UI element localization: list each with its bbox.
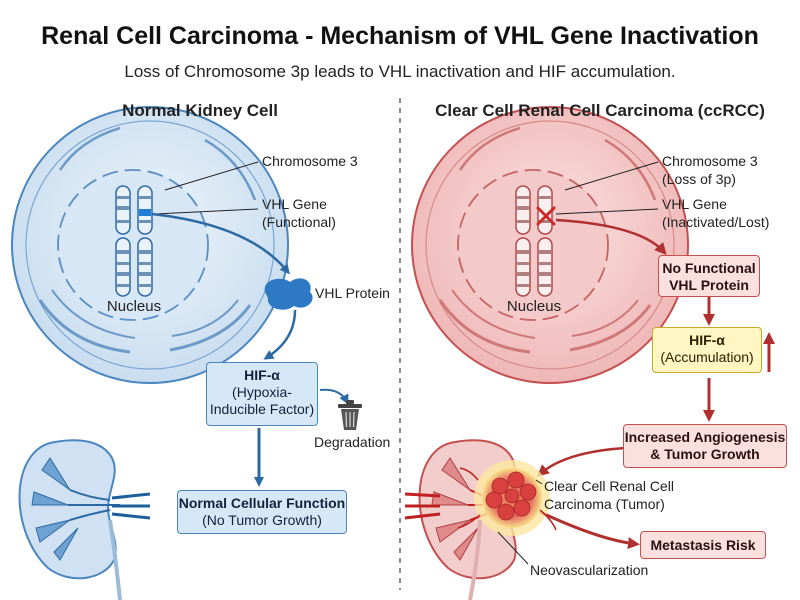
cancer-chromosome-3 (515, 185, 556, 297)
left-panel-heading: Normal Kidney Cell (122, 101, 278, 120)
tumor-label-1: Clear Cell Renal Cell (544, 478, 674, 494)
vhl-gene-band (139, 209, 151, 216)
kidney-icon (18, 439, 151, 600)
page-subtitle: Loss of Chromosome 3p leads to VHL inact… (124, 62, 676, 81)
no-vhl-line-2: VHL Protein (669, 276, 749, 293)
chromosome-3-label: Chromosome 3 (662, 153, 758, 169)
chromosome-3-label: Chromosome 3 (262, 153, 358, 169)
hif-alpha-desc-1: (Hypoxia- (232, 383, 292, 400)
normal-chromosome-3 (115, 185, 153, 297)
tumor-label-2: Carcinoma (Tumor) (544, 496, 665, 512)
hif-accumulation-desc: (Accumulation) (660, 348, 754, 365)
neovascularization-label: Neovascularization (530, 562, 649, 578)
hif-alpha-title: HIF-α (244, 367, 280, 383)
arrow-protein-to-hif (263, 309, 297, 360)
normal-function-title: Normal Cellular Function (178, 495, 346, 511)
hif-accumulation-box: HIF-α (Accumulation) (652, 327, 762, 373)
vhl-gene-label: VHL Gene (262, 196, 327, 212)
trash-can-icon (338, 400, 362, 430)
metastasis-risk-label: Metastasis Risk (650, 537, 756, 553)
angiogenesis-line-2: & Tumor Growth (650, 445, 760, 462)
no-functional-vhl-box: No Functional VHL Protein (658, 255, 760, 297)
arrow-to-degradation (319, 388, 349, 405)
inactivation-x-icon (536, 206, 556, 226)
tumor-icon (457, 460, 557, 536)
degradation-label: Degradation (314, 434, 391, 450)
vhl-protein-icon (264, 278, 313, 310)
vhl-protein-label: VHL Protein (315, 285, 390, 301)
page-title: Renal Cell Carcinoma - Mechanism of VHL … (41, 22, 759, 50)
metastasis-risk-box: Metastasis Risk (640, 531, 766, 559)
angiogenesis-line-1: Increased Angiogenesis (624, 429, 786, 445)
arrow-gene-to-no-vhl (555, 218, 667, 255)
chromosome-3-loss-label: (Loss of 3p) (662, 171, 736, 187)
nucleus-label: Nucleus (506, 298, 562, 315)
normal-function-box: Normal Cellular Function (No Tumor Growt… (177, 490, 347, 534)
vhl-gene-status: (Inactivated/Lost) (662, 214, 770, 230)
arrow-angio-to-tumor (536, 446, 626, 477)
arrow-to-metastasis (539, 510, 640, 550)
no-vhl-line-1: No Functional (662, 260, 756, 276)
hif-accumulation-title: HIF-α (689, 332, 725, 348)
hif-alpha-box: HIF-α (Hypoxia- Inducible Factor) (206, 362, 318, 426)
arrow-gene-to-protein (151, 212, 290, 275)
nucleus-label: Nucleus (106, 298, 162, 315)
right-panel-heading: Clear Cell Renal Cell Carcinoma (ccRCC) (435, 101, 765, 120)
vhl-gene-label: VHL Gene (662, 196, 727, 212)
angiogenesis-box: Increased Angiogenesis & Tumor Growth (623, 424, 787, 468)
vhl-gene-status: (Functional) (262, 214, 336, 230)
normal-function-desc: (No Tumor Growth) (202, 511, 322, 528)
hif-alpha-desc-2: Inducible Factor) (209, 400, 315, 417)
